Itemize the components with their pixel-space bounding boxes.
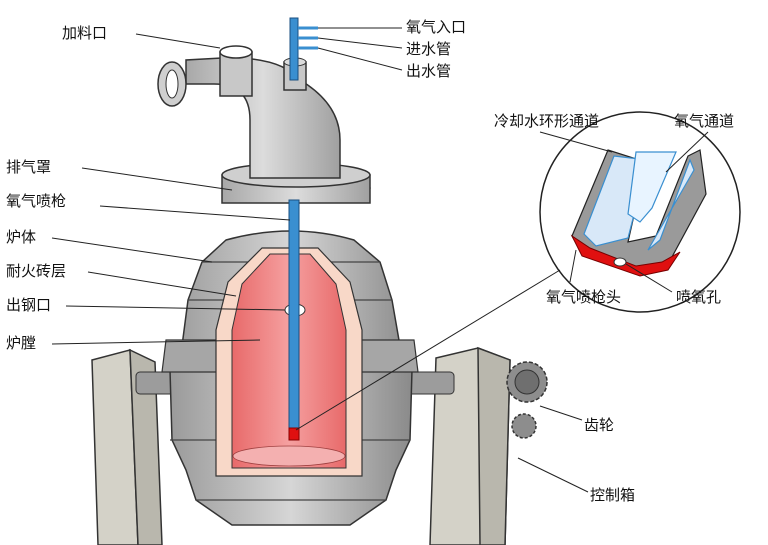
leader-lines xyxy=(51,27,709,493)
label-refractory-layer: 耐火砖层 xyxy=(6,262,66,280)
label-tap-hole: 出钢口 xyxy=(6,296,51,314)
feed-port xyxy=(219,45,253,59)
label-oxygen-inlet: 氧气入口 xyxy=(406,18,466,36)
lance-head-red xyxy=(570,234,681,277)
melt-pool xyxy=(232,445,346,467)
label-water-inlet: 进水管 xyxy=(406,40,451,58)
oxygen-nozzle-hole xyxy=(613,257,627,267)
support-columns xyxy=(91,346,511,545)
gear-icon xyxy=(506,361,548,439)
label-exhaust-hood: 排气罩 xyxy=(6,158,51,176)
label-cooling-channel: 冷却水环形通道 xyxy=(494,112,599,130)
oxygen-lance xyxy=(288,17,318,441)
label-control-box: 控制箱 xyxy=(590,486,635,504)
labels: 加料口 氧气入口 进水管 出水管 排气罩 氧气喷枪 炉体 耐火砖层 出钢口 炉膛… xyxy=(6,18,734,504)
label-water-outlet: 出水管 xyxy=(406,62,451,80)
label-feed-port: 加料口 xyxy=(62,24,107,42)
label-oxygen-nozzle: 喷氧孔 xyxy=(676,288,721,306)
label-oxygen-lance: 氧气喷枪 xyxy=(6,192,66,210)
left-column xyxy=(91,349,139,545)
label-lance-head: 氧气喷枪头 xyxy=(546,288,621,306)
lance-head-inset xyxy=(539,111,741,313)
label-oxygen-channel: 氧气通道 xyxy=(674,112,734,130)
lance-tip xyxy=(288,427,300,441)
exhaust-hood xyxy=(157,45,371,204)
label-furnace-body: 炉体 xyxy=(6,228,36,246)
label-gear: 齿轮 xyxy=(584,416,614,434)
label-furnace-chamber: 炉膛 xyxy=(6,334,36,352)
